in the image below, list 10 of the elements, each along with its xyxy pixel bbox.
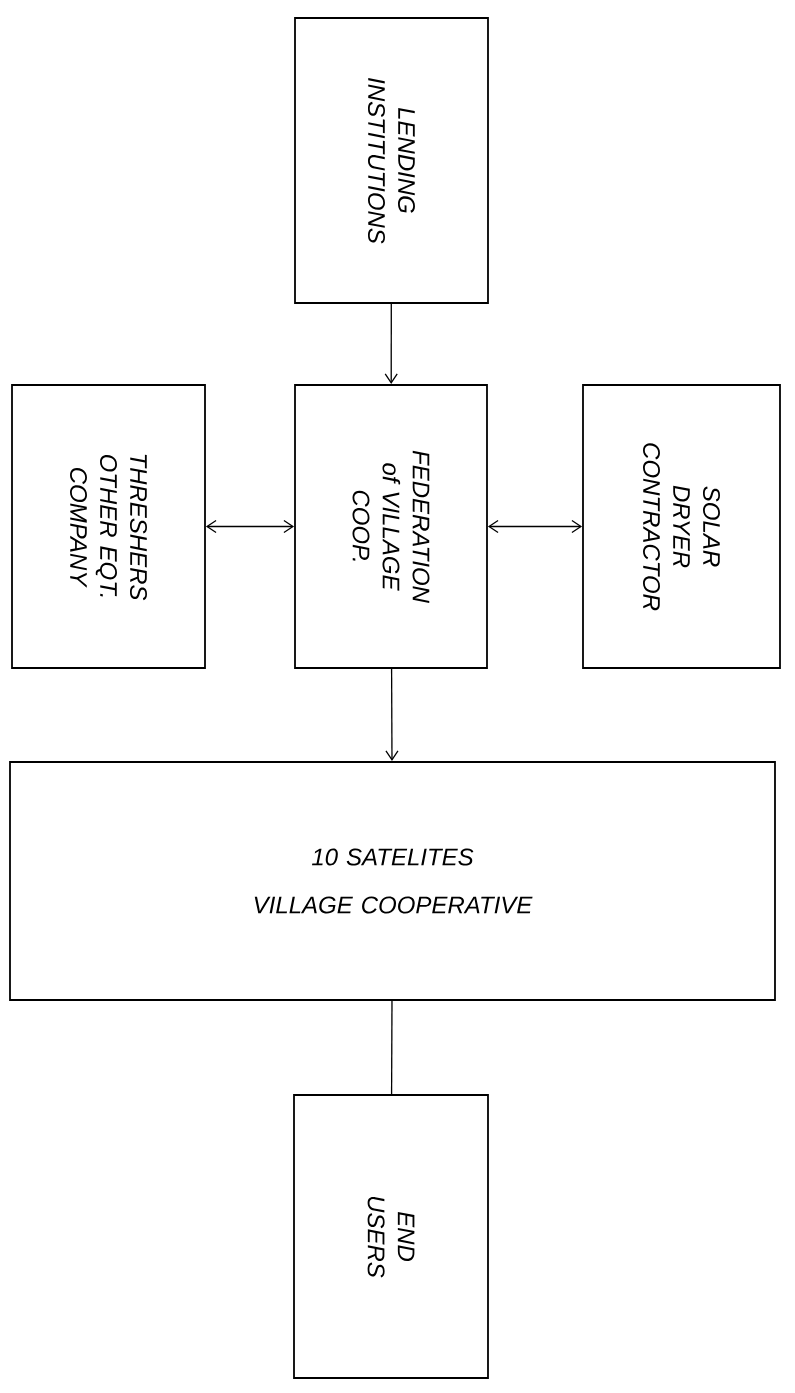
process-box: 10 SATELITES VILLAGE COOPERATIVE bbox=[9, 761, 776, 1001]
process-box: END USERS bbox=[293, 1094, 489, 1379]
process-box: THRESHERS OTHER EQT. COMPANY bbox=[11, 384, 206, 669]
arrow bbox=[487, 519, 583, 534]
process-box: FEDERATION of VILLAGE COOP. bbox=[294, 384, 488, 669]
process-box: SOLAR DRYER CONTRACTOR bbox=[582, 384, 781, 669]
arrow bbox=[384, 303, 398, 385]
process-box: LENDING INSTITUTIONS bbox=[294, 17, 489, 304]
arrow bbox=[385, 668, 399, 762]
arrow bbox=[205, 519, 295, 534]
